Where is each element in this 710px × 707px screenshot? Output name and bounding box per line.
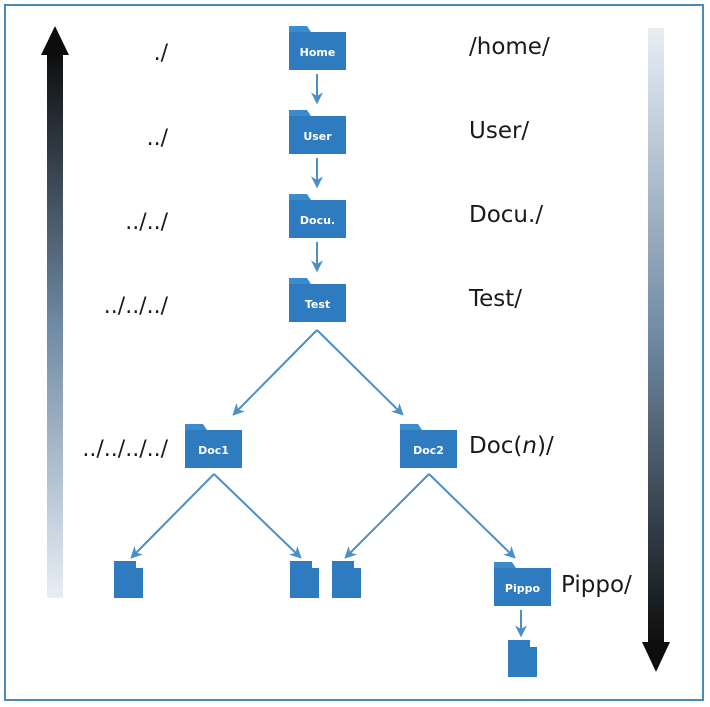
relative-label-level3: ../../../ <box>104 294 169 319</box>
folder-icon <box>400 424 422 430</box>
folder-icon <box>289 194 311 200</box>
folder-icon <box>494 562 516 568</box>
dir-label-home: /home/ <box>469 34 550 60</box>
file-icon <box>290 561 319 598</box>
folder-user: User <box>289 110 346 154</box>
folder-doc1: Doc1 <box>185 424 242 468</box>
folder-icon <box>289 26 311 32</box>
connector-doc1-file1 <box>130 473 215 559</box>
down-arrow-icon <box>642 28 670 672</box>
relative-label-level2: ../../ <box>125 210 168 235</box>
folder-label-doc1: Doc1 <box>198 444 229 457</box>
folder-docu: Docu. <box>289 194 346 238</box>
dir-label-docu: Docu./ <box>469 202 543 228</box>
folder-icon <box>289 110 311 116</box>
relative-label-level4: ../../../../ <box>82 437 168 462</box>
folder-label-test: Test <box>305 298 330 311</box>
file-icon <box>114 561 143 598</box>
tree-connectors <box>130 74 527 638</box>
relative-label-current: ./ <box>154 41 169 66</box>
folder-label-user: User <box>303 130 332 143</box>
diagram-frame <box>4 4 704 701</box>
connector-test-doc1 <box>232 329 318 416</box>
relative-label-parent: ../ <box>147 126 169 151</box>
folder-label-doc2: Doc2 <box>413 444 444 457</box>
connector-doc2-pippo <box>428 473 516 559</box>
dir-label-user: User/ <box>469 118 529 144</box>
folder-home: Home <box>289 26 346 70</box>
folder-icon <box>289 278 311 284</box>
folder-doc2: Doc2 <box>400 424 457 468</box>
folder-pippo: Pippo <box>494 562 551 606</box>
folder-test: Test <box>289 278 346 322</box>
up-arrow-icon <box>41 26 69 598</box>
dir-label-pippo: Pippo/ <box>561 572 632 598</box>
connector-test-doc2 <box>316 329 404 416</box>
dir-label-docn: Doc(n)/ <box>469 433 554 459</box>
folder-label-pippo: Pippo <box>505 582 541 595</box>
connector-doc2-file3 <box>344 473 430 559</box>
dir-label-test: Test/ <box>468 286 522 312</box>
folder-label-home: Home <box>300 46 336 59</box>
file-icon <box>508 640 537 677</box>
folder-label-docu: Docu. <box>300 214 335 227</box>
connector-doc1-file2 <box>213 473 302 559</box>
folder-icon <box>185 424 207 430</box>
file-icon <box>332 561 361 598</box>
